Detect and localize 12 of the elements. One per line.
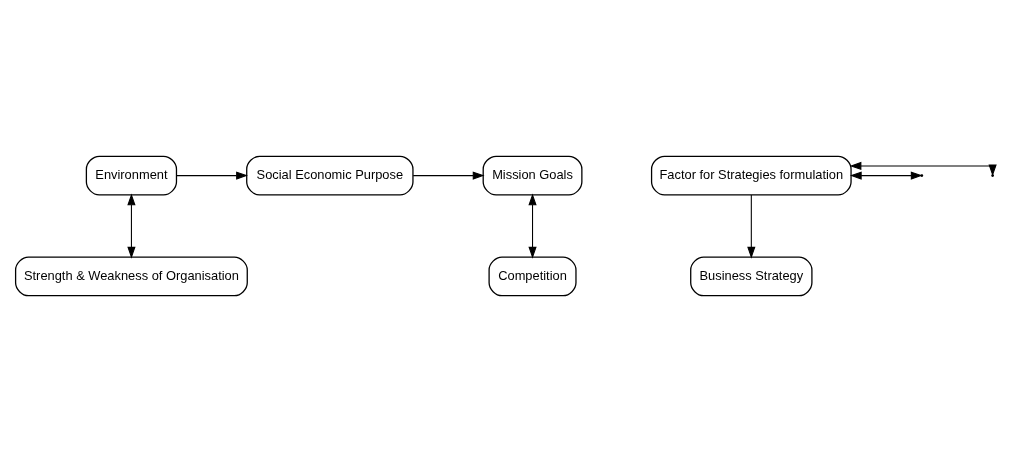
- node-box: Strength & Weakness of Organisation: [14, 256, 248, 297]
- node-box: Competition: [488, 256, 577, 297]
- node-box: Mission Goals: [482, 155, 583, 196]
- node-box: Factor for Strategies formulation: [650, 155, 852, 196]
- node-box: Business Strategy: [690, 256, 813, 297]
- node-box: Social Economic Purpose: [246, 155, 414, 196]
- arrow: [412, 171, 485, 180]
- arrow: [176, 171, 248, 180]
- arrow: [528, 193, 537, 259]
- arrow: [747, 194, 756, 259]
- node-box: Environment: [85, 155, 178, 196]
- arrow: [127, 193, 136, 259]
